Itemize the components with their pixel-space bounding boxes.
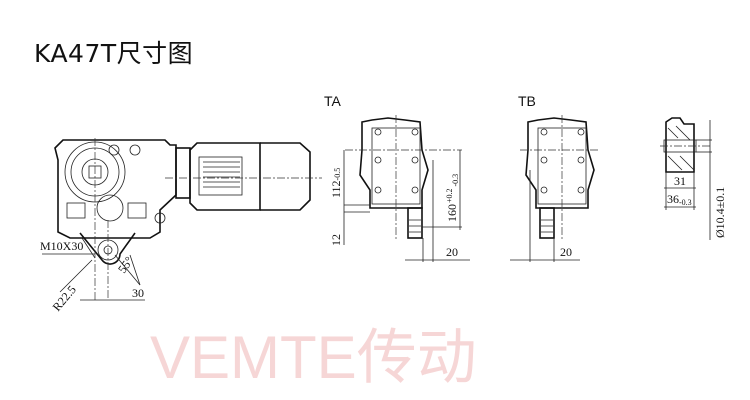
dim-ta-160: 160+0.2-0.3 <box>445 174 460 222</box>
dim-bush-inner: 31 <box>674 174 686 188</box>
view-label-tb: TB <box>518 93 536 109</box>
bush-detail <box>660 117 712 240</box>
watermark: VEMTE传动 <box>150 324 477 391</box>
ta-front-view <box>343 115 470 262</box>
dim-arm-offset: 30 <box>132 286 144 300</box>
dim-bush-outer: 36-0.3 <box>667 192 692 207</box>
dim-angle: 55° <box>115 254 136 276</box>
dim-bore: Ø10.4±0.1 <box>713 187 727 238</box>
dim-ta-20: 20 <box>446 245 458 259</box>
dim-ta-bush: 12 <box>329 234 343 246</box>
tb-front-view <box>510 115 600 262</box>
page-title: KA47T尺寸图 <box>34 39 194 68</box>
view-label-ta: TA <box>324 93 342 109</box>
dim-tb-20: 20 <box>560 245 572 259</box>
gearmotor-side-view <box>42 138 322 301</box>
dim-radius: R22.5 <box>50 283 79 314</box>
dim-ta-height: 112-0.5 <box>329 168 343 198</box>
dim-bolt: M10X30 <box>40 239 83 253</box>
